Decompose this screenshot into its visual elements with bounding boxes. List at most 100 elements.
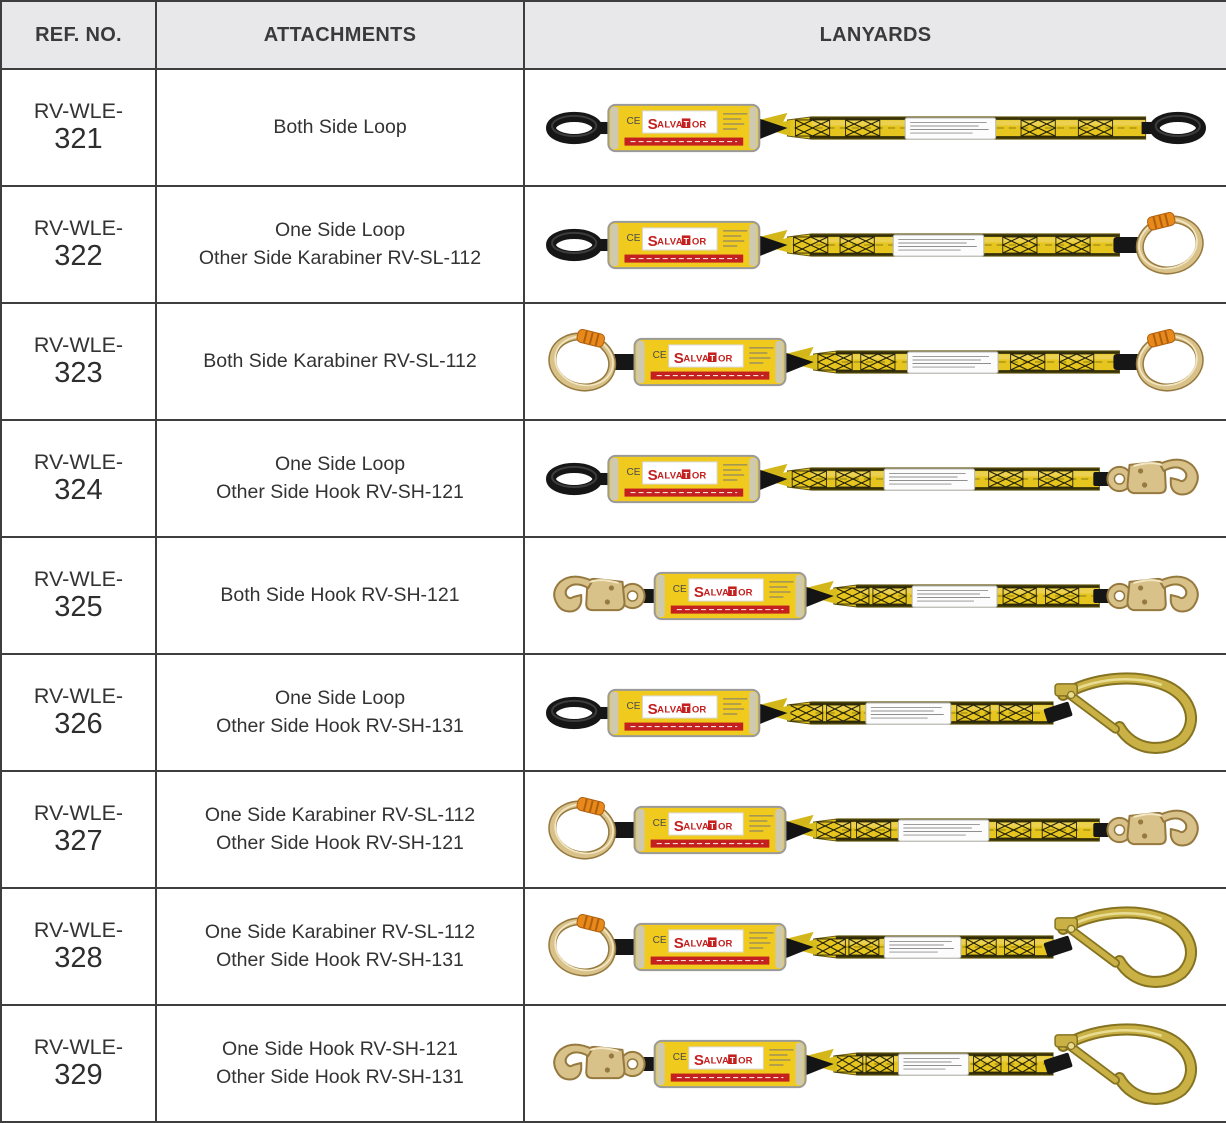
svg-text:S: S xyxy=(647,233,657,250)
attachments-cell: One Side Karabiner RV-SL-112 Other Side … xyxy=(155,887,525,1006)
lanyard-image: CE S ALVA T OR xyxy=(541,539,1210,652)
shock-absorber: CE S ALVA T OR xyxy=(633,922,786,971)
attachments-cell: One Side Hook RV-SH-121 Other Side Hook … xyxy=(155,1004,525,1123)
svg-text:CE: CE xyxy=(652,349,666,360)
svg-text:ALVA: ALVA xyxy=(703,587,729,598)
lanyard-image: CE S ALVA T OR xyxy=(541,305,1210,418)
lanyard-image: CE S ALVA T OR xyxy=(541,422,1210,535)
attachment-line: Other Side Karabiner RV-SL-112 xyxy=(198,246,482,269)
attachments-cell: One Side Karabiner RV-SL-112 Other Side … xyxy=(155,770,525,889)
attachments-cell: One Side Loop Other Side Hook RV-SH-131 xyxy=(155,653,525,772)
attachment-line: Both Side Loop xyxy=(273,115,407,138)
shock-absorber: CE S ALVA T OR xyxy=(606,688,760,737)
header-row: REF. NO. ATTACHMENTS LANYARDS xyxy=(0,0,1226,70)
svg-text:CE: CE xyxy=(672,1051,686,1062)
shock-absorber: CE S ALVA T OR xyxy=(606,454,760,503)
webbing-label xyxy=(911,584,998,608)
svg-text:T: T xyxy=(683,703,689,713)
lanyard-cell: CE S ALVA T OR xyxy=(523,185,1226,304)
svg-text:OR: OR xyxy=(718,938,732,949)
attachment-line: One Side Karabiner RV-SL-112 xyxy=(204,921,476,944)
attachment-line: One Side Loop xyxy=(274,219,406,242)
lanyard-cell: CE S ALVA T OR xyxy=(523,302,1226,421)
ref-number: 322 xyxy=(54,239,103,272)
svg-text:CE: CE xyxy=(672,583,686,594)
ref-number: 323 xyxy=(54,356,103,389)
ref-prefix: RV-WLE- xyxy=(33,450,124,475)
lanyard-cell: CE S ALVA T OR xyxy=(523,536,1226,655)
svg-text:T: T xyxy=(683,469,689,479)
webbing-label xyxy=(864,701,951,725)
attachments-cell: Both Side Loop xyxy=(155,68,525,187)
svg-text:ALVA: ALVA xyxy=(657,704,683,715)
ref-prefix: RV-WLE- xyxy=(33,99,124,124)
lanyard-cell: CE S ALVA T OR xyxy=(523,653,1226,772)
shock-absorber: CE S ALVA T OR xyxy=(633,337,786,386)
ref-no-cell: RV-WLE- 323 xyxy=(0,302,157,421)
ref-prefix: RV-WLE- xyxy=(33,918,124,943)
ref-prefix: RV-WLE- xyxy=(33,567,124,592)
ref-no-cell: RV-WLE- 327 xyxy=(0,770,157,889)
webbing-strap xyxy=(812,934,1054,959)
attachment-line: Other Side Hook RV-SH-131 xyxy=(216,1065,464,1088)
table-row: RV-WLE- 325 Both Side Hook RV-SH-121 xyxy=(0,536,1226,655)
svg-text:T: T xyxy=(709,820,715,830)
attachment-line: Other Side Hook RV-SH-131 xyxy=(216,714,464,737)
svg-text:S: S xyxy=(673,818,683,835)
ref-prefix: RV-WLE- xyxy=(33,801,124,826)
scaffold-hook-icon xyxy=(1043,1052,1072,1074)
svg-text:CE: CE xyxy=(626,466,640,477)
svg-text:S: S xyxy=(673,350,683,367)
svg-text:OR: OR xyxy=(691,704,705,715)
header-ref-no: REF. NO. xyxy=(0,0,157,70)
svg-text:S: S xyxy=(673,935,683,952)
table-row: RV-WLE- 321 Both Side Loop xyxy=(0,68,1226,187)
lanyard-image: CE S ALVA T OR xyxy=(541,1007,1210,1120)
webbing-strap xyxy=(812,349,1120,374)
svg-text:S: S xyxy=(693,584,703,601)
attachments-cell: Both Side Karabiner RV-SL-112 xyxy=(155,302,525,421)
webbing-strap xyxy=(786,115,1146,140)
svg-text:OR: OR xyxy=(691,470,705,481)
ref-prefix: RV-WLE- xyxy=(33,333,124,358)
attachment-line: One Side Loop xyxy=(274,687,406,710)
karabiner-icon xyxy=(609,938,639,955)
ref-no-cell: RV-WLE- 322 xyxy=(0,185,157,304)
webbing-strap xyxy=(832,1051,1054,1076)
svg-text:S: S xyxy=(647,467,657,484)
svg-text:ALVA: ALVA xyxy=(657,119,683,130)
table-row: RV-WLE- 323 Both Side Karabiner RV-SL-11… xyxy=(0,302,1226,421)
svg-text:S: S xyxy=(693,1052,703,1069)
ref-number: 324 xyxy=(54,473,103,506)
webbing-label xyxy=(897,1052,969,1076)
svg-text:T: T xyxy=(683,235,689,245)
webbing-strap xyxy=(832,583,1100,608)
lanyard-image: CE S ALVA T OR xyxy=(541,773,1210,886)
webbing-label xyxy=(906,350,999,374)
svg-text:CE: CE xyxy=(626,232,640,243)
ref-prefix: RV-WLE- xyxy=(33,684,124,709)
karabiner-icon xyxy=(609,353,639,370)
webbing-strap xyxy=(786,700,1054,725)
lanyard-cell: CE S ALVA T OR xyxy=(523,68,1226,187)
svg-text:ALVA: ALVA xyxy=(657,236,683,247)
webbing-strap xyxy=(786,232,1120,257)
ref-number: 327 xyxy=(54,824,103,857)
svg-text:CE: CE xyxy=(652,934,666,945)
svg-text:OR: OR xyxy=(738,587,752,598)
svg-text:ALVA: ALVA xyxy=(703,1055,729,1066)
svg-text:T: T xyxy=(709,937,715,947)
svg-text:CE: CE xyxy=(652,817,666,828)
svg-text:ALVA: ALVA xyxy=(683,353,709,364)
svg-text:ALVA: ALVA xyxy=(683,938,709,949)
shock-absorber: CE S ALVA T OR xyxy=(653,1039,807,1088)
karabiner-icon xyxy=(1112,236,1142,253)
lanyard-cell: CE S ALVA T OR xyxy=(523,419,1226,538)
attachment-line: Both Side Hook RV-SH-121 xyxy=(220,583,460,606)
attachments-cell: Both Side Hook RV-SH-121 xyxy=(155,536,525,655)
svg-text:S: S xyxy=(647,116,657,133)
webbing-strap xyxy=(812,817,1100,842)
attachments-cell: One Side Loop Other Side Karabiner RV-SL… xyxy=(155,185,525,304)
table-row: RV-WLE- 324 One Side Loop Other Side Hoo… xyxy=(0,419,1226,538)
